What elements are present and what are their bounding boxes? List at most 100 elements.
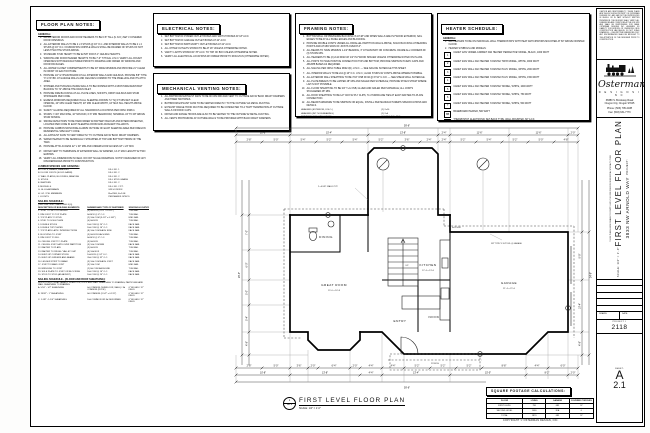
firm-logo-block: Osterman D E S I G N S I N C 38380 S. Br…	[597, 60, 646, 119]
table-cell: 1080	[523, 409, 547, 415]
revisions-rows	[597, 280, 642, 313]
dimension-label: 9'-8″	[580, 254, 582, 259]
floor-plan-note: 3.STANDARD STUD HEIGHT TO BE 92-5/8″ FOR…	[40, 54, 121, 57]
framing-note: 3.ALL BEAMS TO HAVE MINIMUM 1-1/2″ BEARI…	[303, 50, 426, 56]
dimension-label: 13'-8″	[400, 133, 406, 135]
framing-note: 5.ALL POSTS TO HAVE POSITIVE CONNECTION …	[303, 61, 424, 67]
table-cell: 97	[580, 414, 583, 417]
firm-phone: Phone: (503) 795-2188	[606, 107, 633, 111]
square-footage-header: SQUARE FOOTAGE CALCULATIONS:	[486, 386, 571, 396]
heater-symbol-icon: 7	[444, 102, 452, 110]
heater-intro-list: 1.ALL HEATERS TO BE ON INDIVIDUAL WALL T…	[441, 41, 586, 51]
room-label-garage: GARAGE	[501, 281, 517, 285]
dimension-label: 8'-2″	[545, 373, 550, 375]
project-number-value: 2118	[611, 324, 628, 332]
dim-top-total: 59'-6″	[404, 126, 410, 128]
dimension-label: 3'-6″	[405, 140, 410, 142]
dim-right-total: 24'-8″	[591, 272, 593, 278]
dimension-label: 13'-4″	[413, 373, 419, 375]
annotation-gyp: 5/8″ TYPE 'X' GYP. BD. @ GARAGE	[491, 242, 523, 245]
nailing-col-2: NUMBER AND TYPE OF FASTENER	[87, 206, 124, 209]
heater-intro-note: 1.ALL HEATERS TO BE ON INDIVIDUAL WALL T…	[445, 41, 585, 46]
dimension-label: 5'-0″	[274, 140, 279, 142]
dimension-label: 5'-2″	[467, 366, 472, 368]
floor-plan-note: 8.PROVIDE FIRE BLOCKING AT ALL PLATE LIN…	[40, 92, 140, 98]
dimension-label: 5'-4″	[247, 316, 249, 321]
stairs-up-label: UP	[405, 265, 409, 267]
dimension-label: 2'-0″	[353, 366, 358, 368]
plan-callout-sheet: A2.1	[286, 403, 293, 407]
floor-plan-notes-list: 1.ALL EXTERIOR DOORS AND DOOR HEADERS TO…	[36, 37, 149, 164]
dimension-label: 4'-4″	[369, 373, 374, 375]
dimension-label: 5'-0″	[539, 140, 544, 142]
dimension-label: 8'-8″	[502, 366, 507, 368]
plan-title-group: 1 A2.1 FIRST LEVEL FLOOR PLAN SCALE: 1/4…	[283, 397, 406, 410]
electrical-note: 6.VERIFY ALL ELECTRICAL LOCATIONS W/ OWN…	[161, 56, 270, 59]
room-label-kitchen: KITCHEN	[419, 263, 436, 267]
heater-symbol-icon: T	[444, 119, 452, 120]
framing-note: 9.ALL PLATE BREAKS TO BE LAPPED 48″ MIN …	[303, 80, 427, 86]
table-cell: 685	[546, 414, 570, 419]
nailing-col-1: DESCRIPTION OF BUILDING ELEMENTS	[38, 206, 80, 209]
floor-plan-note: 10.SAFETY GLAZING REQUIRED AT ALL HAZARD…	[38, 109, 136, 112]
heater-symbol-icon: 1	[444, 52, 452, 59]
room-label-entry: ENTRY	[394, 319, 407, 323]
dimension-label: 6'-0″	[247, 263, 249, 268]
floor-plan-note: 2.ALL EXTERIOR WALLS TO BE 2 x 6 STUDS @…	[40, 44, 143, 53]
mechanical-note: 3.EXHAUST RANGE HOOD DUCTING REQUIRED TO…	[161, 107, 284, 113]
firm-subtitle: D E S I G N S I N C	[598, 90, 641, 97]
copyright-line: COPYRIGHT © OSTERMAN DESIGN, INC.	[503, 418, 559, 422]
sheet-number-cell: SHEET: A 2.1	[597, 334, 642, 422]
heater-schedule-section: HEATER SCHEDULE: GENERAL: 1.ALL HEATERS …	[437, 13, 590, 121]
firm-fax: Fax: (503) 631-7773	[608, 110, 631, 114]
mechanical-note: 2.BATHROOM EXHAUST FANS TO BE VENTED DIR…	[161, 103, 271, 106]
dimension-label: 15'-0″	[485, 373, 491, 375]
dimension-label: 7'-0″	[247, 230, 249, 235]
dimension-label: 4'-8″	[580, 341, 582, 346]
dimension-label: 2'-8″	[247, 140, 252, 142]
dimension-label: 5'-2″	[513, 140, 518, 142]
framing-note: 7.ALL INTERIOR WALLS TO BE 2x4 @ 16″ O.C…	[303, 72, 423, 75]
plan-title-scale: SCALE: 1/4″ = 1'-0″	[299, 407, 321, 410]
dimension-label: 2'-4″	[427, 140, 432, 142]
heater-symbol-icon: 2	[444, 60, 452, 68]
table-cell: GARAGE	[546, 399, 570, 405]
framing-note: 8.ALL EXTERIOR WALL SHEATHING TO BE 7/16…	[303, 76, 426, 79]
lumber-row: B. FLOOR JOISTS (SOLID SAWN)DF-L NO. 2	[38, 172, 120, 175]
firm-name: Osterman	[598, 79, 646, 90]
nailing-row: 16. LEDGER STRIP TO BEAM(3) 16d COM EACH…	[38, 260, 140, 263]
framing-note: 1.BOTTOM WALL OR PRESSURE BLOCKING IS AT…	[303, 36, 423, 41]
dimension-label: 4'-8″	[564, 140, 569, 142]
project-label: PROJECT:	[625, 158, 629, 175]
nailing2-title: NAILING SCHEDULE - (FLOOR AND ROOF SHEAT…	[38, 277, 106, 281]
electrical-note: 5.VANITY LIGHTS SHOWN AT 78″ A.F.F. TO T…	[161, 52, 258, 55]
sheet-number: 2.1	[613, 379, 626, 390]
framing-note: 11.ALL ROOF SHEATHING TO BE 1/2″ CDX W/ …	[301, 94, 424, 100]
room-label-porch: PORCH	[431, 363, 439, 365]
lumber-title: LUMBER SPECIES AND GRADING:	[38, 164, 80, 168]
dimension-label: 15'-4″	[326, 133, 332, 135]
floor-plan-drawing: GREAT ROOM 15'-0 x 16'-8 KITCHEN 12'-4 x…	[234, 126, 593, 390]
heater-general-label: GENERAL:	[443, 37, 457, 40]
framing-footer-row: TRIMMERS AND KING STUDS(1) MIN EACH END	[301, 116, 401, 117]
mechanical-notes-list: 1.ALL BATHROOM EXHAUST FANS TO BE 90 CFM…	[157, 96, 286, 121]
dimension-label: 6'-4″	[332, 366, 337, 368]
floor-plan-note: 12.SMOKE DETECTORS TO BE HARD WIRED W/ B…	[38, 121, 144, 127]
dimension-label: 4'-4″	[535, 366, 540, 368]
table-cell: 97	[569, 404, 593, 410]
date-label: DATE:	[619, 312, 642, 320]
nailing-col-3: SPACING/LOCATION	[128, 206, 149, 209]
